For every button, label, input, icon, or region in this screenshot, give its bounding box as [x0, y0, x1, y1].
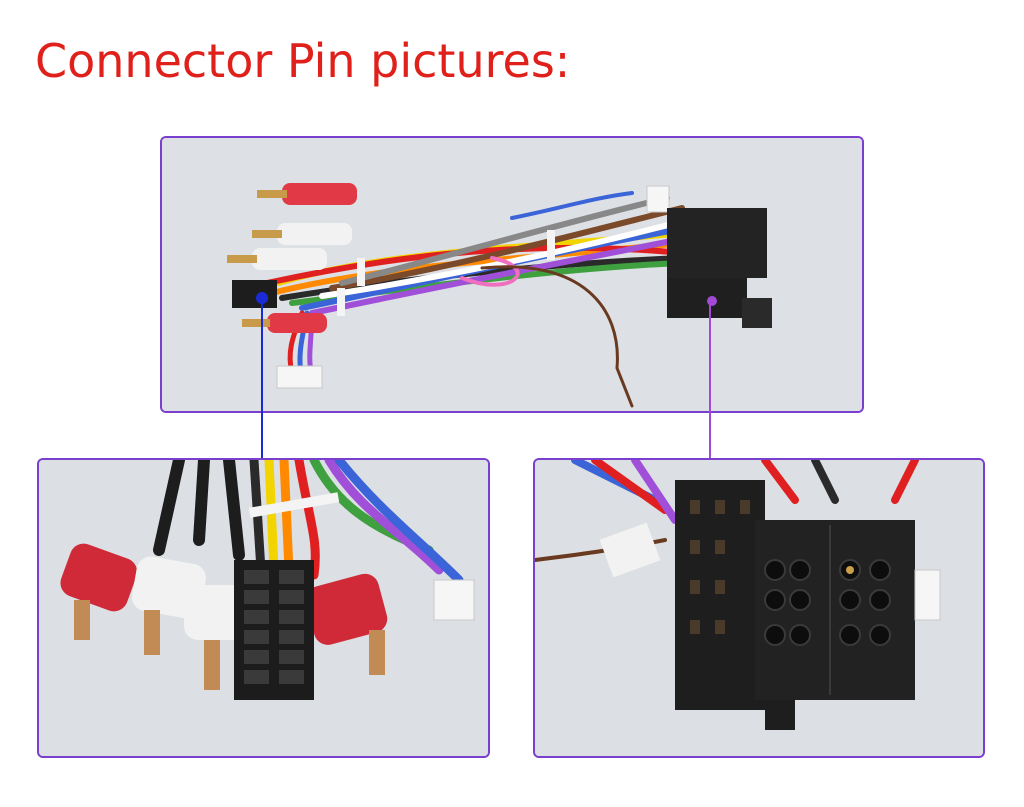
rca-and-16pin-connector-closeup: [37, 458, 490, 758]
iso-connector-closeup: [533, 458, 985, 758]
page-title: Connector Pin pictures:: [35, 34, 571, 88]
harness-overview-photo: [160, 136, 864, 413]
